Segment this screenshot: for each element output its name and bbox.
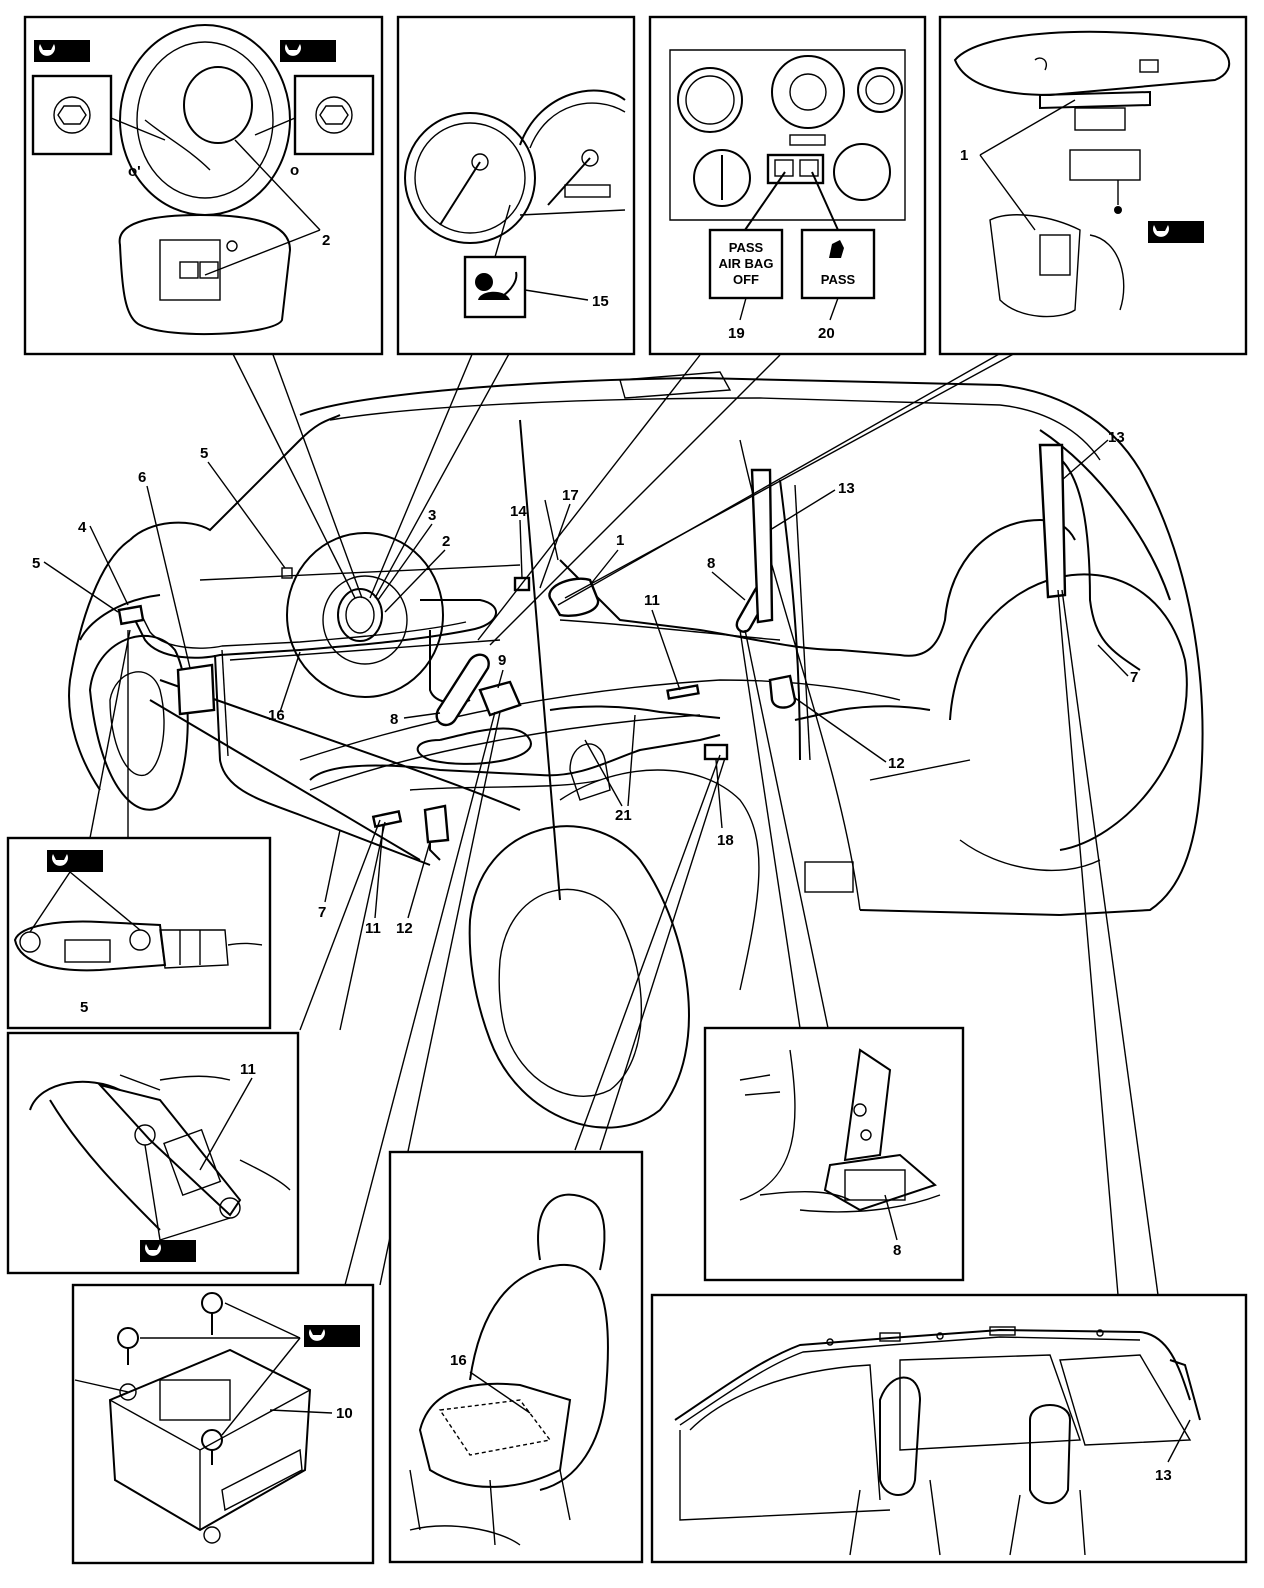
label-11-detail: 11 — [240, 1061, 256, 1078]
label-20: 20 — [818, 325, 835, 342]
label-19: 19 — [728, 325, 745, 342]
label-15: 15 — [592, 293, 609, 310]
label-21: 21 — [615, 807, 632, 824]
torque-mark-d-bottom: (d) — [166, 1244, 183, 1259]
label-9: 9 — [498, 652, 506, 669]
torque-mark-b-right: (b) — [306, 44, 323, 59]
front-sensor-left — [117, 604, 145, 626]
label-2-detail: 2 — [322, 232, 330, 249]
label-14: 14 — [510, 503, 527, 520]
detail-passenger-airbag: 1 (a) — [938, 15, 1248, 356]
label-8-passenger: 8 — [707, 555, 715, 572]
detail-sdm: (c) 10 — [71, 1283, 375, 1565]
vehicle-components — [117, 443, 1067, 844]
label-1-detail: 1 — [960, 147, 968, 164]
sdm-9 — [478, 680, 522, 717]
pretensioner-left — [423, 804, 450, 844]
torque-mark-d-top: (d) — [73, 854, 90, 869]
forward-sensor-6 — [176, 663, 216, 716]
indicator-pass-seatbelt: PASS — [821, 272, 856, 287]
label-6: 6 — [138, 469, 146, 486]
label-11-lower: 11 — [365, 920, 381, 937]
detail-front-sensor: (d) 5 — [6, 836, 272, 1030]
indicator-pass-airbag-off-1: PASS — [729, 240, 764, 255]
label-10: 10 — [336, 1405, 353, 1422]
label-7-right: 7 — [1130, 669, 1138, 686]
detail-curtain-airbag: 13 — [650, 1293, 1248, 1564]
label-5-front: 5 — [32, 555, 40, 572]
label-13-left: 13 — [838, 480, 855, 497]
label-11-upper: 11 — [644, 592, 660, 609]
seatbelt-icon — [829, 240, 844, 258]
detail-side-sensor: 11 (d) — [6, 1031, 300, 1275]
label-4: 4 — [78, 519, 87, 536]
curtain-airbag-left — [750, 468, 774, 624]
detail-seat: 16 — [388, 1150, 644, 1564]
label-3: 3 — [428, 507, 436, 524]
passenger-airbag — [548, 577, 600, 617]
label-13-detail: 13 — [1155, 1467, 1172, 1484]
label-5-upper: 5 — [200, 445, 208, 462]
detail-side-airbag: 8 — [703, 1026, 965, 1282]
detail-steering-wheel: o' o (b) (b) 2 — [23, 15, 384, 356]
wire-harness — [134, 449, 1141, 866]
label-8-driver: 8 — [390, 711, 398, 728]
label-18: 18 — [717, 832, 734, 849]
label-12-right: 12 — [888, 755, 905, 772]
label-2-vehicle: 2 — [442, 533, 450, 550]
label-1-vehicle: 1 — [616, 532, 624, 549]
label-7-left: 7 — [318, 904, 326, 921]
side-airbag-driver — [435, 653, 490, 727]
label-5-detail: 5 — [80, 999, 88, 1016]
indicator-pass-airbag-off-2: AIR BAG — [719, 256, 774, 271]
svg-text:o: o — [290, 162, 299, 179]
label-13-right: 13 — [1108, 429, 1125, 446]
svg-text:o': o' — [128, 163, 141, 180]
seat-sensor-connector — [703, 743, 729, 761]
label-12-left: 12 — [396, 920, 413, 937]
vehicle-labels: 5 4 6 5 3 2 14 17 1 16 8 9 11 8 13 13 7 … — [32, 429, 1138, 937]
torque-mark-b-left: (b) — [60, 44, 77, 59]
indicator-pass-airbag-off-3: OFF — [733, 272, 759, 287]
label-16-vehicle: 16 — [268, 707, 285, 724]
label-8-detail: 8 — [893, 1242, 901, 1259]
pretensioner-right — [768, 674, 797, 709]
torque-mark-a: (a) — [1174, 225, 1190, 240]
side-sensor-right — [666, 684, 700, 700]
curtain-airbag-right — [1038, 443, 1067, 599]
leader-lines — [89, 344, 1159, 1296]
label-16-detail: 16 — [450, 1352, 467, 1369]
side-sensor-left — [371, 809, 403, 829]
vehicle-body — [68, 371, 1204, 1129]
detail-instrument-cluster: 15 — [396, 15, 636, 356]
label-17: 17 — [562, 487, 579, 504]
torque-mark-c: (c) — [330, 1329, 346, 1344]
detail-center-console: PASS AIR BAG OFF PASS 19 20 — [648, 15, 927, 356]
